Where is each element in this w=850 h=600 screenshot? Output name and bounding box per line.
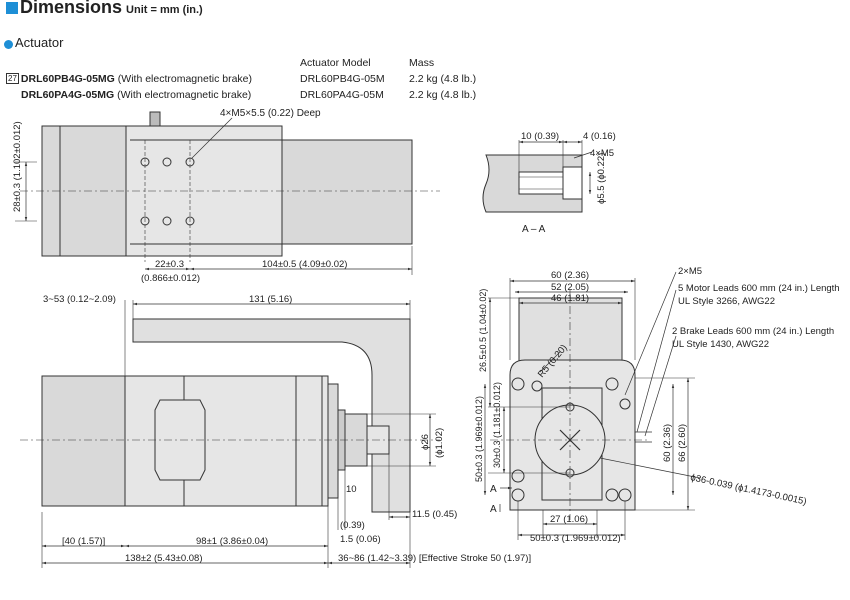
model-note: (With electromagnetic brake)	[117, 89, 252, 101]
side-dia-26: ϕ26	[420, 434, 431, 450]
end-motor-leads: 5 Motor Leads 600 mm (24 in.) Length	[678, 283, 840, 294]
side-view	[20, 300, 440, 568]
model-name: DRL60PB4G-05MG	[20, 73, 115, 85]
side-dim-11-5: 11.5 (0.45)	[412, 509, 457, 520]
product-code-badge: 27	[6, 73, 19, 84]
header-square-icon	[6, 2, 18, 14]
mass-1: 2.2 kg (4.8 lb.)	[409, 73, 477, 85]
end-dim-50v: 50±0.3 (1.969±0.012)	[474, 396, 484, 482]
top-dim-104: 104±0.5 (4.09±0.02)	[262, 259, 347, 270]
section-aa	[482, 140, 593, 213]
connector	[149, 111, 161, 127]
aa-thread: 4×M5	[590, 148, 614, 159]
section-bullet-icon	[4, 40, 13, 49]
unit-label: Unit = mm (in.)	[126, 4, 203, 16]
end-section-mark-a1: A	[490, 484, 497, 495]
aa-dia: ϕ5.5 (ϕ0.22)	[596, 153, 607, 204]
end-thread: 2×M5	[678, 266, 702, 277]
end-motor-style: UL Style 3266, AWG22	[678, 296, 775, 307]
side-dim-138: 138±2 (5.43±0.08)	[125, 553, 203, 564]
end-dim-26-5: 26.5±0.5 (1.04±0.02)	[478, 289, 488, 372]
actuator-model-2: DRL60PA4G-05M	[300, 89, 384, 101]
end-dim-60v: 60 (2.36)	[662, 424, 673, 462]
aa-label: A – A	[522, 224, 546, 235]
end-dim-52: 52 (2.05)	[551, 282, 589, 293]
side-dim-131: 131 (5.16)	[249, 294, 292, 305]
end-brake-leads: 2 Brake Leads 600 mm (24 in.) Length	[672, 326, 834, 337]
end-dia-36: ϕ36-0.039 (ϕ1.4173-0.0015)	[689, 472, 807, 507]
top-hole-note: 4×M5×5.5 (0.22) Deep	[220, 108, 321, 119]
end-dim-46: 46 (1.81)	[551, 293, 589, 304]
end-dim-50h: 50±0.3 (1.969±0.012)	[530, 533, 621, 544]
end-dim-66: 66 (2.60)	[677, 424, 688, 462]
end-dim-60: 60 (2.36)	[551, 270, 589, 281]
end-dim-30: 30±0.3 (1.181±0.012)	[492, 382, 502, 468]
end-top-arm	[518, 297, 623, 363]
end-brake-style: UL Style 1430, AWG22	[672, 339, 769, 350]
spec-row-2: DRL60PA4G-05MG (With electromagnetic bra…	[21, 89, 251, 102]
side-dim-10-in: (0.39)	[340, 520, 365, 531]
model-name: DRL60PA4G-05MG	[21, 89, 115, 101]
top-dim-height: 28±0.3 (1.102±0.012)	[12, 121, 23, 212]
actuator-model-1: DRL60PB4G-05M	[300, 73, 385, 85]
side-dim-stroke: 36~86 (1.42~3.39) [Effective Stroke 50 (…	[338, 553, 531, 564]
side-dim-40: [40 (1.57)]	[62, 536, 105, 547]
side-motor	[41, 375, 126, 507]
col-header-mass: Mass	[409, 57, 435, 69]
side-dia-26-in: (ϕ1.02)	[434, 428, 445, 458]
title-text: Dimensions	[20, 0, 123, 17]
side-dim-stroke-pos: 3~53 (0.12~2.09)	[43, 294, 116, 305]
top-dim-22-in: (0.866±0.012)	[141, 273, 200, 284]
aa-dim-4: 4 (0.16)	[583, 131, 616, 142]
side-dim-98: 98±1 (3.86±0.04)	[196, 536, 268, 547]
housing-arm	[132, 318, 411, 513]
model-note: (With electromagnetic brake)	[117, 73, 252, 85]
section-title: Actuator	[15, 35, 64, 50]
top-dim-22: 22±0.3	[155, 259, 184, 270]
aa-dim-10: 10 (0.39)	[521, 131, 559, 142]
col-header-model: Actuator Model	[300, 57, 371, 69]
end-section-mark-a2: A	[490, 504, 497, 515]
end-screws	[511, 377, 632, 502]
end-view	[483, 271, 701, 540]
top-view	[15, 111, 440, 275]
side-dim-10: 10	[346, 484, 357, 495]
housing-body	[281, 139, 413, 245]
end-dim-27: 27 (1.06)	[550, 514, 588, 525]
side-dim-1-5: 1.5 (0.06)	[340, 534, 381, 545]
mass-2: 2.2 kg (4.8 lb.)	[409, 89, 477, 101]
